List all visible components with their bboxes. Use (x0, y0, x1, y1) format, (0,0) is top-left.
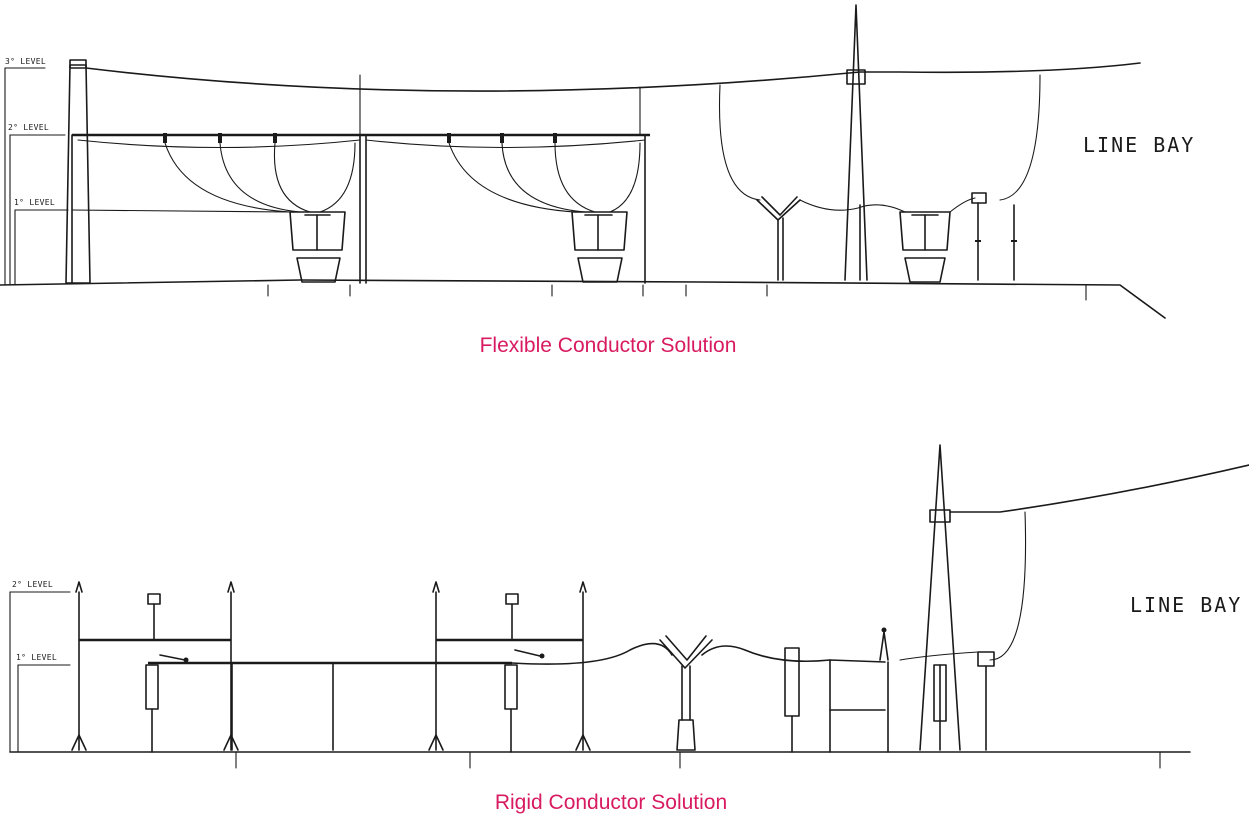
bottom-breaker-2 (504, 664, 518, 753)
top-gantry-tower (65, 59, 91, 284)
bottom-rigid-conductor (148, 642, 886, 665)
top-level-3-label: 3° LEVEL (5, 57, 46, 66)
top-caption: Flexible Conductor Solution (480, 334, 737, 357)
top-disconnector-2 (571, 211, 628, 283)
bottom-line-disconnector (879, 627, 889, 753)
top-level-2-label: 2° LEVEL (8, 123, 49, 132)
top-level-markers: 3° LEVEL 2° LEVEL 1° LEVEL (4, 57, 69, 286)
flexible-conductor-drawing: 3° LEVEL 2° LEVEL 1° LEVEL (0, 4, 1195, 319)
bottom-breaker-1 (145, 662, 334, 753)
bottom-bay-label: LINE BAY (1130, 593, 1242, 617)
bottom-line-ct (977, 651, 995, 751)
top-ground-ticks (267, 284, 1087, 301)
bottom-gantry-1 (71, 581, 239, 751)
bottom-gantry-2 (428, 581, 591, 751)
top-overhead-conductor (85, 62, 1141, 92)
bottom-caption: Rigid Conductor Solution (495, 791, 727, 814)
rigid-conductor-drawing: 2° LEVEL 1° LEVEL (9, 444, 1249, 769)
top-busbar-gantry (71, 133, 650, 284)
top-line-ct (971, 192, 1017, 281)
top-lightning-mast (844, 4, 868, 281)
top-line-disconnector (899, 211, 951, 283)
bottom-level-markers: 2° LEVEL 1° LEVEL (9, 580, 71, 753)
bottom-level-1-label: 1° LEVEL (16, 653, 57, 662)
top-y-arrester (756, 196, 801, 281)
top-bay-label: LINE BAY (1083, 133, 1195, 157)
bottom-level-2-label: 2° LEVEL (12, 580, 53, 589)
top-disconnector-1 (289, 211, 346, 283)
bottom-lightning-mast (919, 444, 961, 751)
top-ground-line (0, 279, 1166, 319)
bottom-ct (784, 647, 886, 753)
bottom-y-arrester (659, 635, 713, 751)
bottom-ground-ticks (235, 751, 1161, 769)
top-level-1-label: 1° LEVEL (14, 198, 55, 207)
